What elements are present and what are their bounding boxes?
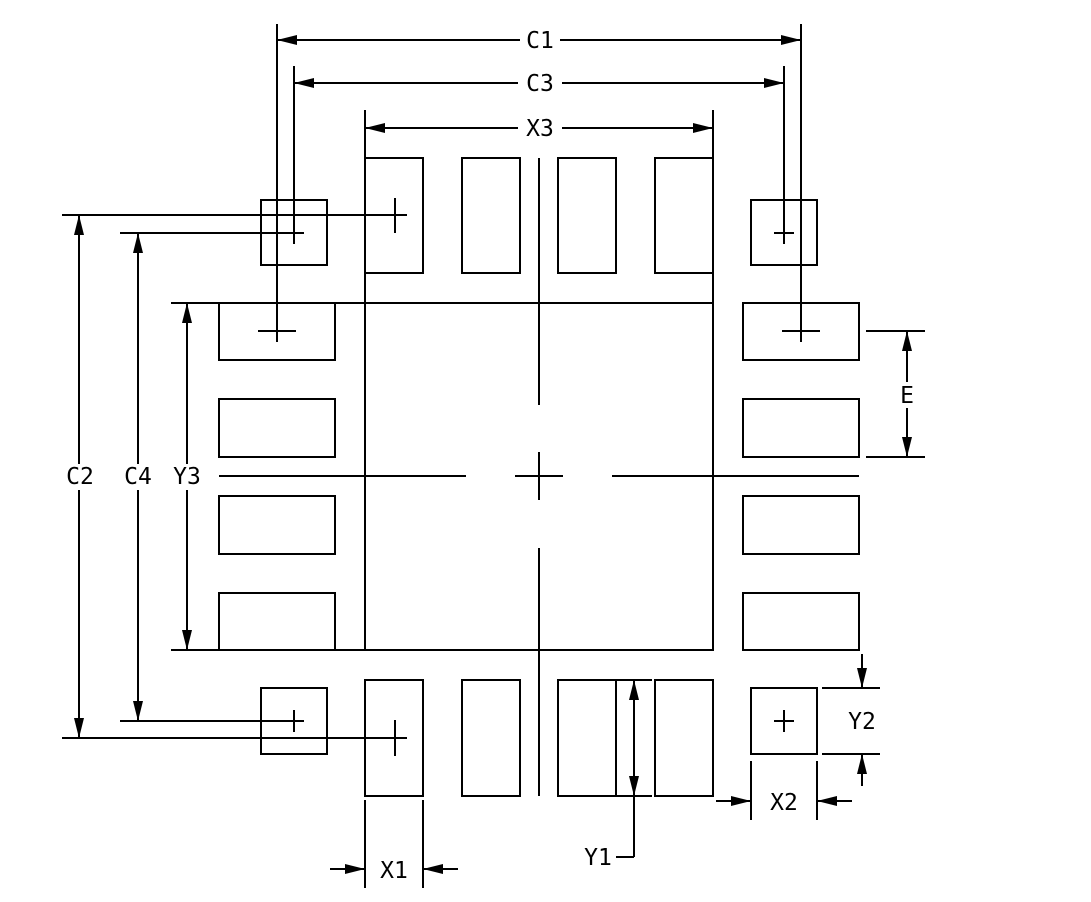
extension-lines (62, 24, 925, 888)
y2-label: Y2 (848, 709, 876, 735)
top-pad-4 (654, 157, 714, 274)
y1-arrow-top (629, 680, 639, 700)
x3-label: X3 (526, 116, 554, 142)
label-gaps (60, 27, 919, 490)
e-label: E (900, 383, 914, 409)
y3-arrow-bottom (182, 630, 192, 650)
right-pad-2 (742, 398, 860, 458)
x2-label: X2 (770, 790, 798, 816)
centerlines (219, 158, 859, 796)
c3-label: C3 (526, 71, 554, 97)
bottom-pad-3 (557, 679, 617, 797)
c2-arrow-bottom (74, 718, 84, 738)
c1-arrow-left (277, 35, 297, 45)
x3-arrow-right (693, 123, 713, 133)
bottom-pad-2 (461, 679, 521, 797)
c1-arrow-right (781, 35, 801, 45)
x1-arrow-right (423, 864, 443, 874)
c3-arrow-right (764, 78, 784, 88)
top-pad-3 (557, 157, 617, 274)
y1-label: Y1 (584, 845, 612, 871)
e-arrow-bottom (902, 437, 912, 457)
x3-arrow-left (365, 123, 385, 133)
bottom-pad-4 (654, 679, 714, 797)
arrowheads (74, 35, 912, 874)
y1-arrow-bottom (629, 776, 639, 796)
right-pad-4 (742, 592, 860, 651)
c4-arrow-bottom (133, 701, 143, 721)
x1-label: X1 (380, 858, 408, 884)
c2-arrow-top (74, 215, 84, 235)
y2-arrow-bottom (857, 754, 867, 774)
y2-arrow-top (857, 668, 867, 688)
x2-arrow-left (731, 796, 751, 806)
cross-corner-bottom-right (774, 710, 794, 732)
y3-arrow-top (182, 303, 192, 323)
x1-arrow-left (345, 864, 365, 874)
dimension-labels: C1 C3 X3 C2 C4 Y3 E Y2 X2 X1 Y1 (66, 28, 914, 884)
y3-label: Y3 (173, 464, 201, 490)
left-pads (218, 302, 336, 651)
c2-label: C2 (66, 464, 94, 490)
bottom-pads (364, 679, 714, 797)
x2-arrow-right (817, 796, 837, 806)
left-pad-2 (218, 398, 336, 458)
c3-arrow-left (294, 78, 314, 88)
e-arrow-top (902, 331, 912, 351)
left-pad-3 (218, 495, 336, 555)
top-pads (364, 157, 714, 274)
c4-label: C4 (124, 464, 152, 490)
c4-arrow-top (133, 233, 143, 253)
top-pad-2 (461, 157, 521, 274)
left-pad-4 (218, 592, 336, 651)
right-pad-3 (742, 495, 860, 555)
c1-label: C1 (526, 28, 554, 54)
